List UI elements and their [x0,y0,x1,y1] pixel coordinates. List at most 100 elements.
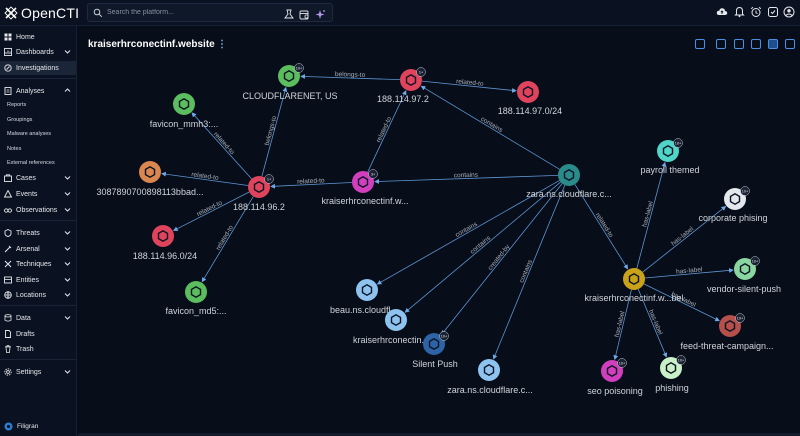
edge-domain_kw-ip_96_2[interactable] [270,182,353,189]
graph-node-net_97_0[interactable]: 188.114.97.0/24 [498,81,562,116]
more-options-icon[interactable]: ⋮ [217,39,227,50]
sidebar-item-data[interactable]: Data [0,311,76,325]
node-circle[interactable] [400,69,422,91]
sidebar-item-events[interactable]: Events [0,187,76,201]
edge-zara_ns1-silent[interactable] [440,183,563,336]
graph-node-kw_label[interactable]: kraiserhrconectinf.w...bel [584,268,684,303]
edge-ip_96_2-net_96_0[interactable] [172,191,250,231]
edge-ip_96_2-favicon_md5[interactable] [201,196,254,283]
horizontal-scrollbar[interactable] [78,433,800,436]
sidebar-subitem-groupings[interactable]: Groupings [7,117,33,123]
edge-domain_kw-ip_97_2[interactable] [367,90,407,173]
calendar-search-icon[interactable] [299,7,310,25]
sidebar-item-locations[interactable]: Locations [0,288,76,302]
edge-zara_ns1-kraiser2[interactable] [404,181,561,313]
edge-ip_96_2-favicon_mmh3[interactable] [191,112,252,180]
node-circle[interactable] [478,359,500,381]
node-circle[interactable] [139,161,161,183]
sidebar-item-threats[interactable]: Threats [0,226,76,240]
edge-kw_label-phishing[interactable] [637,289,668,358]
sidebar-item-trash[interactable]: Trash [0,342,76,356]
cloud-upload-icon[interactable] [716,6,728,18]
search-box[interactable] [87,3,333,22]
node-circle[interactable] [423,333,445,355]
graph-node-vendor[interactable]: 10+vendor-silent-push [707,256,781,295]
node-circle[interactable] [601,360,623,382]
graph-node-domain_kw[interactable]: 3+kraiserhrconectinf.w... [321,169,409,207]
sidebar-subitem-malware-analyses[interactable]: Malware analyses [7,131,52,137]
node-circle[interactable] [657,140,679,162]
node-circle[interactable] [558,164,580,186]
investigation-graph[interactable]: belongs-torelated-tobelongs-torelated-to… [78,52,800,436]
sidebar-item-drafts[interactable]: Drafts [0,327,76,341]
alarm-clock-icon[interactable] [750,6,762,18]
opencti-logo[interactable]: OpenCTI [4,3,79,23]
graph-node-cloudflarenet[interactable]: 10+CLOUDFLARENET, US [242,63,338,102]
sidebar-item-observations[interactable]: Observations [0,203,76,217]
sidebar-item-arsenal[interactable]: Arsenal [0,242,76,256]
user-account-icon[interactable] [783,6,795,18]
graph-node-silent[interactable]: 10+Silent Push [412,331,458,370]
layout-mode-icon[interactable] [768,39,778,49]
fullscreen-icon[interactable] [785,39,795,49]
edge-zara_ns1-zara_ns2[interactable] [492,185,566,360]
node-circle[interactable] [719,315,741,337]
filters-icon[interactable] [284,7,294,25]
edge-ip_97_2-cloudflarenet[interactable] [300,74,401,81]
edge-kw_label-feed[interactable] [643,283,720,322]
graph-node-ip_97_2[interactable]: 1+188.114.97.2 [377,67,429,105]
graph-node-zara_ns2[interactable]: zara.ns.cloudflare.c... [447,359,533,395]
lock-tool-icon[interactable] [716,39,726,49]
node-circle[interactable] [724,188,746,210]
edge-kw_label-seo[interactable] [613,289,632,361]
graph-node-seo[interactable]: 10+seo poisoning [587,358,643,397]
edge-kw_label-vendor[interactable] [644,268,734,279]
sidebar-item-home[interactable]: Home [0,30,76,44]
node-circle[interactable] [152,225,174,247]
sidebar-item-entities[interactable]: Entities [0,273,76,287]
edge-zara_ns1-domain_kw[interactable] [374,174,559,184]
sidebar-item-cases[interactable]: Cases [0,171,76,185]
graph-node-beau[interactable]: beau.ns.cloudfl... [330,279,398,315]
edge-zara_ns1-kw_label[interactable] [574,184,629,270]
tag-tool-icon[interactable] [695,39,705,49]
node-circle[interactable] [385,309,407,331]
sidebar-item-investigations[interactable]: Investigations [0,61,76,75]
fit-screen-icon[interactable] [751,39,761,49]
node-circle[interactable] [734,258,756,280]
sidebar-subitem-notes[interactable]: Notes [7,146,22,152]
node-circle[interactable] [248,176,270,198]
graph-node-phishing[interactable]: 10+phishing [655,355,689,394]
node-circle[interactable] [278,65,300,87]
node-circle[interactable] [352,171,374,193]
sidebar-item-techniques[interactable]: Techniques [0,257,76,271]
graph-node-zara_ns1[interactable]: zara.ns.cloudflare.c... [526,164,612,199]
sidebar-subitem-reports[interactable]: Reports [7,102,27,108]
edge-zara_ns1-beau[interactable] [376,180,560,285]
sidebar-item-analyses[interactable]: Analyses [0,84,76,98]
graph-node-favicon_mmh3[interactable]: favicon_mmh3:... [150,93,219,129]
graph-node-feed[interactable]: 10+feed-threat-campaign... [680,313,774,352]
node-circle[interactable] [185,281,207,303]
search-input[interactable] [107,9,267,16]
bell-icon[interactable] [733,6,745,18]
node-circle[interactable] [623,268,645,290]
graph-node-kraiser2[interactable]: kraiserhrconectin... [353,309,429,345]
node-circle[interactable] [173,93,195,115]
edge-kw_label-corp_phish[interactable] [642,205,727,273]
graph-node-favicon_md5[interactable]: favicon_md5:... [165,281,227,316]
node-circle[interactable] [356,279,378,301]
graph-node-payroll[interactable]: 10+payroll themed [640,138,700,176]
sidebar-item-settings[interactable]: Settings [0,365,76,379]
image-tool-icon[interactable] [734,39,744,49]
graph-node-ip_96_2[interactable]: 1+188.114.96.2 [233,174,285,213]
graph-node-net_96_0[interactable]: 188.114.96.0/24 [133,225,197,261]
graph-node-hash_3087[interactable]: 3087890700898113bbad... [97,161,204,197]
sidebar-subitem-external-references[interactable]: External references [7,160,55,166]
sidebar-item-dashboards[interactable]: Dashboards [0,45,76,59]
edge-kw_label-payroll[interactable] [636,161,667,269]
filigran-footer[interactable]: Filigran [4,422,38,431]
edge-zara_ns1-ip_97_2[interactable] [420,85,560,170]
edge-ip_96_2-hash_3087[interactable] [161,171,249,186]
node-circle[interactable] [660,357,682,379]
